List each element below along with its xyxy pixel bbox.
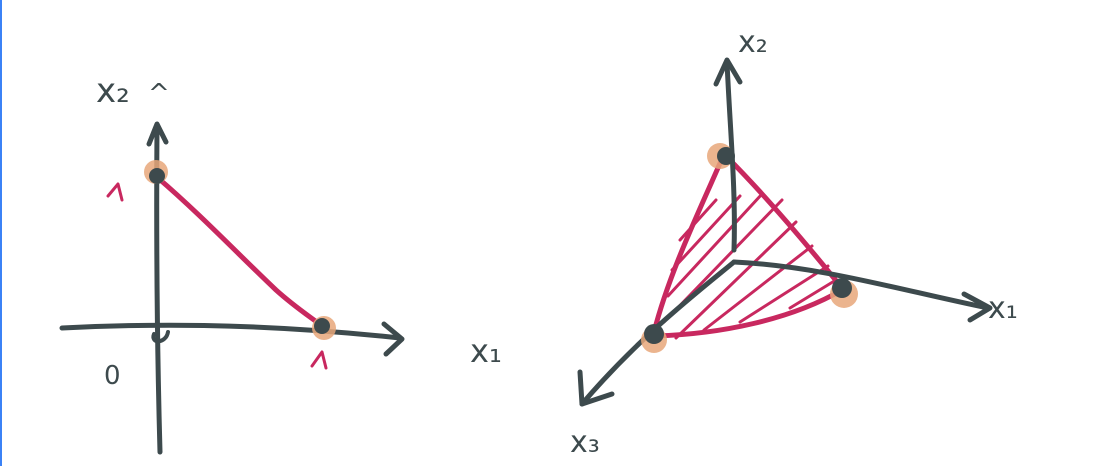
x-axis-line <box>59 322 403 341</box>
simplex-segment <box>155 175 325 329</box>
vertex-dot-x3-3d <box>644 324 664 344</box>
left-x-axis-label: x₁ <box>470 332 502 370</box>
simplex-hatching <box>662 192 838 340</box>
x1-axis-line <box>731 259 991 311</box>
right-x3-label: x₃ <box>570 425 600 460</box>
simplex-edge-left <box>651 151 727 335</box>
left-plot-labels: x₂ ^ x₁ 0 <box>96 71 502 391</box>
simplex-edge-bottom <box>653 287 845 339</box>
vertex-dot-x1 <box>314 318 330 334</box>
origin-mark <box>151 330 170 344</box>
x3-axis-line <box>579 259 737 407</box>
x-axis-arrowhead <box>381 321 405 357</box>
x2-axis-arrowhead <box>713 57 743 87</box>
left-y-axis-label: x₂ <box>96 71 130 111</box>
vertex-dot-x2 <box>149 168 165 184</box>
left-edge-accent <box>0 0 2 466</box>
y-tick-stroke <box>106 182 124 202</box>
vertex-dot-x2-3d <box>717 147 735 165</box>
x1-axis-arrowhead <box>961 291 993 323</box>
right-plot-labels: x₂ x₁ x₃ <box>570 25 1018 460</box>
right-x2-label: x₂ <box>738 25 768 60</box>
x-tick-stroke <box>310 350 328 370</box>
right-plot <box>577 57 993 407</box>
y-axis-arrowhead <box>146 121 169 147</box>
right-x1-label: x₁ <box>988 291 1018 326</box>
left-y-axis-caret: ^ <box>148 79 170 109</box>
x3-axis-arrowhead <box>577 369 615 407</box>
origin-label: 0 <box>104 361 121 391</box>
vertex-dot-x1-3d <box>832 278 852 298</box>
left-plot <box>59 121 405 455</box>
simplex-edge-right <box>723 153 845 291</box>
